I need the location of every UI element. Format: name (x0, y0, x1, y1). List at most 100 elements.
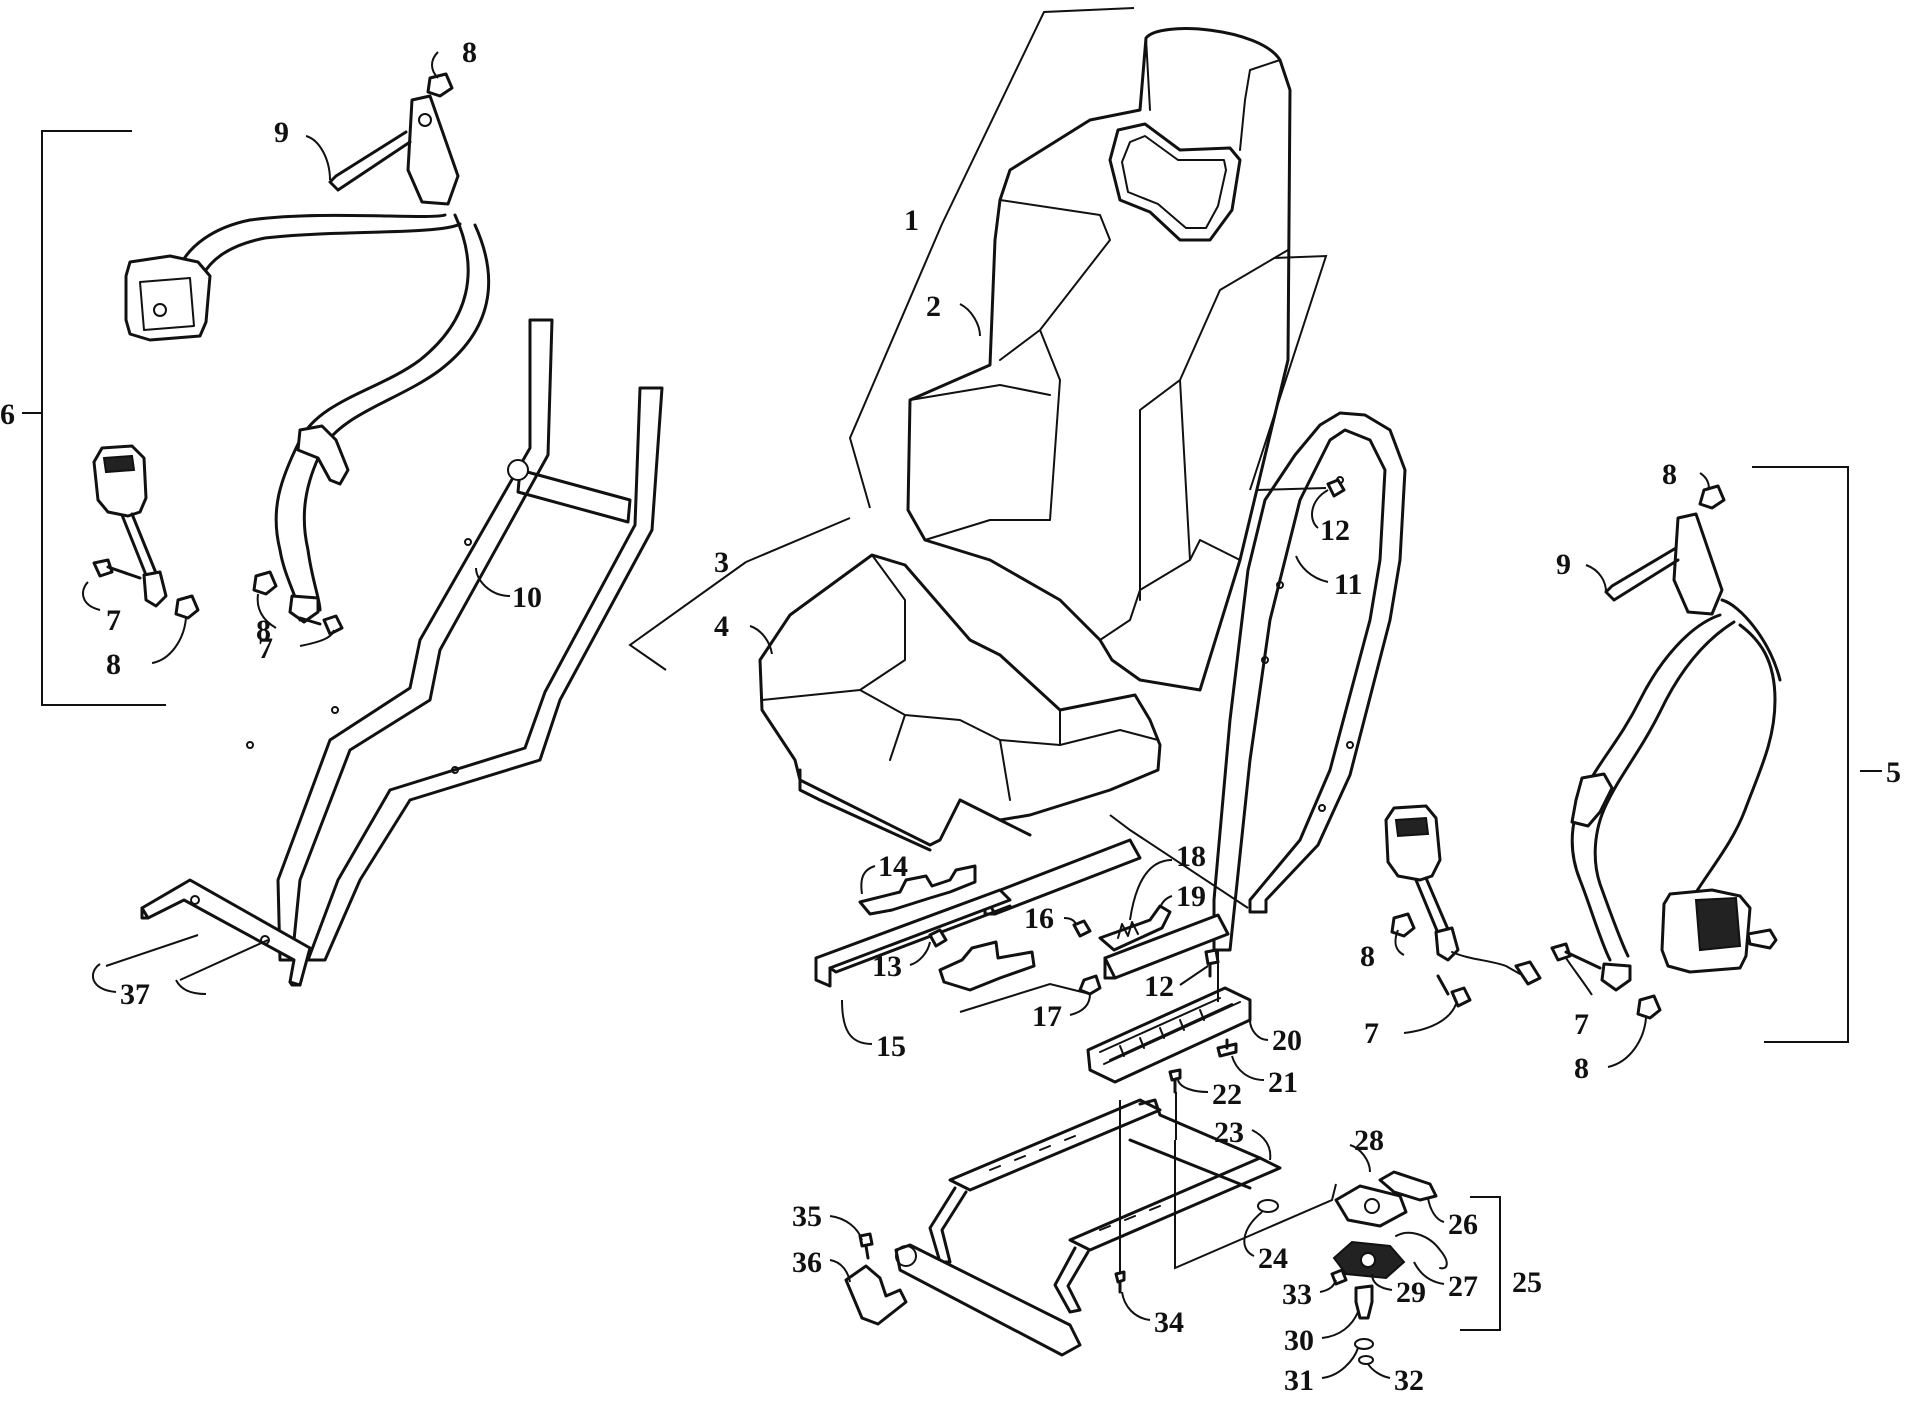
seat-back-headrest-opening (1108, 122, 1242, 242)
latch-lever-26 (1378, 1170, 1438, 1202)
leader-2 (959, 303, 981, 337)
right-buckle-nut-8 (1390, 912, 1416, 938)
callout-34: 34 (1154, 1306, 1184, 1339)
left-belt-tongue (296, 424, 350, 486)
leader-7b (299, 629, 335, 647)
leader-12a (1249, 254, 1329, 529)
callout-3: 3 (714, 546, 729, 579)
bracket-25 (1460, 1196, 1501, 1331)
callout-19: 19 (1176, 880, 1206, 913)
callout-32: 32 (1394, 1364, 1424, 1397)
leader-37 (91, 934, 269, 995)
right-belt-tongue (1570, 772, 1614, 828)
callout-12a: 12 (1320, 514, 1350, 547)
slide-tray-15-lip (828, 904, 1012, 974)
rail-20-slots (1099, 997, 1241, 1065)
seat-rail-20 (1086, 986, 1252, 1094)
roll-bar-hole-4 (1346, 741, 1354, 749)
right-lower-bolt-7 (1550, 942, 1602, 970)
rail-tube-lower (1103, 913, 1230, 980)
callout-37: 37 (120, 978, 150, 1011)
leader-30 (1321, 1311, 1359, 1339)
left-belt-upper-anchor (406, 94, 460, 206)
frame-10-hole-b (260, 935, 270, 945)
left-belt-webbing-main (274, 213, 491, 622)
leader-19 (1159, 895, 1173, 909)
leader-8f (1607, 1017, 1647, 1068)
leader-35 (829, 1215, 863, 1241)
leader-11 (1295, 555, 1329, 583)
rail-tube-upper (983, 838, 1142, 916)
callout-7a: 7 (106, 604, 121, 637)
seat-bottom-panel-lines (761, 554, 1159, 801)
frame-10 (140, 318, 664, 987)
washer-31 (1354, 1338, 1374, 1350)
right-buckle-wire (1451, 951, 1521, 975)
leader-33 (1319, 1279, 1337, 1293)
latch-cam-29-hole (1360, 1252, 1376, 1268)
left-buckle-bracket (142, 570, 168, 608)
callout-1: 1 (904, 204, 919, 237)
leader-15 (841, 999, 873, 1045)
callout-28: 28 (1354, 1124, 1384, 1157)
roll-bar-hole-2 (1276, 581, 1284, 589)
callout-23: 23 (1214, 1116, 1244, 1149)
seat-back-outline (906, 27, 1292, 692)
rail-tube-lower-end (1103, 956, 1117, 980)
callout-7b: 7 (258, 632, 273, 665)
callout-8b: 8 (106, 648, 121, 681)
leader-10 (475, 567, 511, 597)
right-lower-nut-8 (1636, 994, 1662, 1020)
frame-10-hole-d (246, 741, 254, 749)
right-retractor-bolt (1746, 928, 1778, 950)
leader-8b (151, 617, 187, 664)
frame-10-hole-e (331, 706, 339, 714)
callout-36: 36 (792, 1246, 822, 1279)
seat-back-headrest-inner (1121, 135, 1227, 229)
bolt-12-lower (1204, 948, 1220, 978)
slide-brackets-left (814, 864, 1036, 992)
roll-bar-hole-5 (1318, 804, 1326, 812)
left-belt-retractor (124, 254, 212, 342)
left-belt-bolt (328, 130, 412, 192)
callout-6: 6 (0, 398, 15, 431)
slider-rails (983, 838, 1230, 996)
callout-9a: 9 (274, 116, 289, 149)
right-buckle-bolt-7 (1436, 974, 1472, 1008)
callout-13: 13 (872, 950, 902, 983)
callout-8f: 8 (1574, 1052, 1589, 1085)
base-frame-rail-left (948, 1098, 1162, 1192)
left-belt-anchor-hole (418, 113, 432, 127)
leader-3 (628, 517, 851, 671)
leader-17 (959, 982, 1091, 1016)
base-frame-foot-end (895, 1245, 917, 1267)
right-belt-nut-top (1698, 484, 1726, 510)
leader-12b (1109, 814, 1249, 1002)
callout-31: 31 (1284, 1364, 1314, 1397)
callout-8a: 8 (462, 36, 477, 69)
bolt-21 (1216, 1038, 1238, 1058)
left-lower-bolt-7 (298, 614, 344, 636)
right-seat-belt-assembly (1384, 484, 1782, 1020)
leader-32 (1367, 1363, 1391, 1379)
seat-bottom-base (798, 768, 1032, 852)
right-belt-bolt (1604, 546, 1680, 602)
callout-25: 25 (1512, 1266, 1542, 1299)
right-buckle-stalk (1414, 876, 1452, 940)
leader-8a (431, 51, 439, 79)
callout-2: 2 (926, 290, 941, 323)
bracket-13 (938, 940, 1036, 992)
frame-10-right-tube (306, 386, 664, 962)
leader-14 (860, 865, 876, 895)
nut-32 (1358, 1355, 1374, 1365)
left-buckle-button (102, 454, 136, 474)
roll-bar-11 (1212, 411, 1407, 952)
right-belt-webbing-inner (1593, 620, 1736, 958)
callout-7d: 7 (1364, 1017, 1379, 1050)
bolt-34 (1114, 1270, 1126, 1294)
callout-15: 15 (876, 1030, 906, 1063)
seat-back-panel-lines (909, 199, 1289, 641)
leader-29 (1371, 1273, 1393, 1291)
callout-30: 30 (1284, 1324, 1314, 1357)
leader-26 (1427, 1197, 1445, 1223)
